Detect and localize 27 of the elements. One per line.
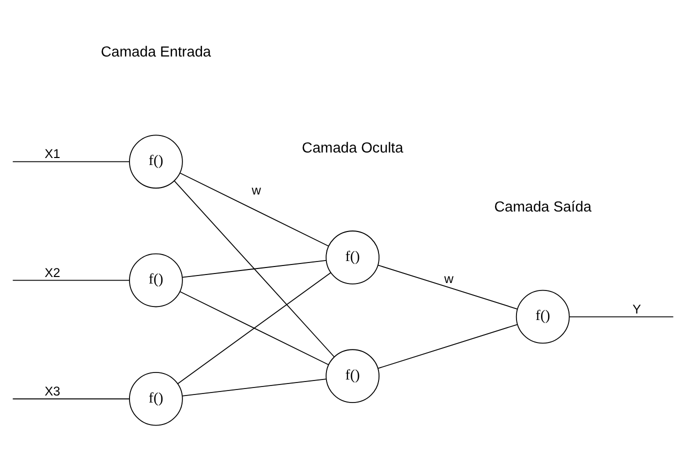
edge-label: X2 bbox=[44, 264, 60, 280]
node-circle: f() bbox=[326, 230, 380, 284]
node-circle: f() bbox=[129, 134, 183, 189]
edge-label: w bbox=[252, 182, 261, 198]
node-circle: f() bbox=[326, 349, 380, 403]
label: Camada Saída bbox=[494, 200, 592, 216]
connector bbox=[177, 272, 332, 384]
node-circle: f() bbox=[516, 290, 570, 344]
connector bbox=[378, 264, 518, 310]
connector bbox=[568, 316, 674, 318]
connector bbox=[182, 260, 327, 278]
connector bbox=[12, 161, 130, 162]
edge-label: X3 bbox=[44, 383, 60, 398]
node-circle: f() bbox=[129, 253, 183, 308]
node-circle: f() bbox=[129, 372, 183, 426]
connector bbox=[182, 378, 327, 396]
connector bbox=[12, 398, 130, 400]
edge-label: w bbox=[444, 271, 454, 286]
connector bbox=[12, 280, 130, 281]
connector bbox=[378, 324, 518, 369]
connector bbox=[174, 180, 335, 358]
edge-label: Y bbox=[632, 301, 642, 316]
connector bbox=[180, 172, 330, 247]
label: Camada Entrada bbox=[100, 44, 212, 61]
connector bbox=[180, 291, 330, 366]
label: Camada Oculta bbox=[302, 140, 404, 156]
edge-label: X1 bbox=[44, 146, 60, 162]
